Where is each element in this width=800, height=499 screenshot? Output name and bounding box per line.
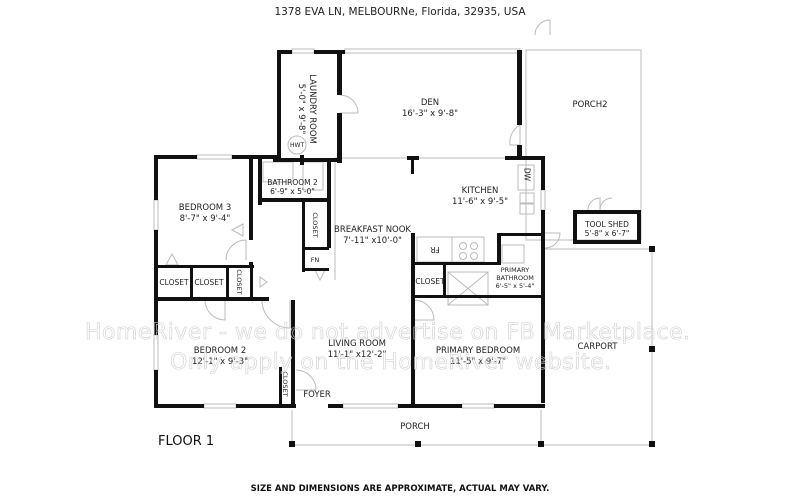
room-name: PRIMARY [500, 266, 530, 274]
room-dimensions: 11'-1" x12'-2" [327, 350, 387, 360]
property-address: 1378 EVA LN, MELBOURNe, Florida, 32935, … [274, 6, 526, 18]
room-dimensions: 6'-9" x 5'-0" [270, 187, 315, 196]
bathroom2-label: BATHROOM 2 6'-9" x 5'-0" [255, 178, 330, 196]
room-name: TOOL SHED [585, 220, 629, 229]
room-dimensions: 7'-11" x10'-0" [343, 236, 402, 246]
closet-label-kitchen: CLOSET [415, 277, 445, 286]
tool-shed-label: TOOL SHED 5'-8" x 6'-7" [575, 220, 639, 238]
kitchen-label: KITCHEN 11'-6" x 9'-5" [440, 186, 520, 208]
room-name: BEDROOM 2 [193, 346, 247, 356]
room-name: KITCHEN [461, 186, 499, 196]
fridge-label: FR [430, 245, 440, 254]
closet-label-3: CLOSET [235, 269, 243, 295]
room-dimensions: 8'-7" x 9'-4" [179, 214, 231, 224]
room-name: PRIMARY BEDROOM [435, 346, 521, 356]
room-name: LIVING ROOM [328, 339, 386, 349]
den-label: DEN 16'-3" x 9'-8" [380, 98, 480, 120]
hwt-label: HWT [290, 142, 305, 149]
porch-label: PORCH [400, 422, 430, 432]
room-dimensions: 16'-3" x 9'-8" [401, 109, 459, 119]
room-name: BATHROOM 2 [267, 178, 318, 187]
room-name: LAUNDRY ROOM [307, 74, 317, 144]
room-name: BREAKFAST NOOK [333, 225, 412, 235]
primary-bedroom-label: PRIMARY BEDROOM 11'-5" x 9'-7" [428, 346, 528, 368]
room-dimensions: 12'-1" x 9'-3" [191, 357, 249, 367]
room-dimensions: 5'-0" x 9'-8" [296, 83, 306, 135]
fn-label: FN [310, 256, 320, 264]
room-dimensions: 11'-6" x 9'-5" [451, 197, 509, 207]
closet-label-1: CLOSET [159, 278, 189, 287]
living-room-label: LIVING ROOM 11'-1" x12'-2" [317, 339, 397, 361]
room-dimensions: 11'-5" x 9'-7" [449, 357, 507, 367]
room-name: DEN [420, 98, 440, 108]
bedroom2-label: BEDROOM 2 12'-1" x 9'-3" [180, 346, 260, 368]
closet-label-foyer: CLOSET [281, 371, 289, 397]
room-dimensions: 5'-8" x 6'-7" [584, 229, 630, 238]
closet-label-bath: CLOSET [311, 212, 319, 238]
floor-label: FLOOR 1 [158, 434, 215, 449]
closet-label-2: CLOSET [194, 278, 224, 287]
porch2-label: PORCH2 [572, 100, 608, 110]
room-name: BATHROOM [496, 274, 534, 282]
bedroom3-label: BEDROOM 3 8'-7" x 9'-4" [165, 203, 245, 225]
room-dimensions: 6'-5" x 5'-4" [495, 282, 535, 290]
carport-label: CARPORT [577, 342, 618, 352]
foyer-label: FOYER [303, 390, 331, 400]
primary-bathroom-label: PRIMARY BATHROOM 6'-5" x 5'-4" [486, 266, 544, 290]
room-name: BEDROOM 3 [178, 203, 232, 213]
laundry-room-label: LAUNDRY ROOM 5'-0" x 9'-8" [295, 74, 317, 144]
disclaimer: SIZE AND DIMENSIONS ARE APPROXIMATE, ACT… [250, 484, 550, 494]
dishwasher-label: DW [522, 167, 532, 182]
breakfast-nook-label: BREAKFAST NOOK 7'-11" x10'-0" [330, 225, 415, 247]
